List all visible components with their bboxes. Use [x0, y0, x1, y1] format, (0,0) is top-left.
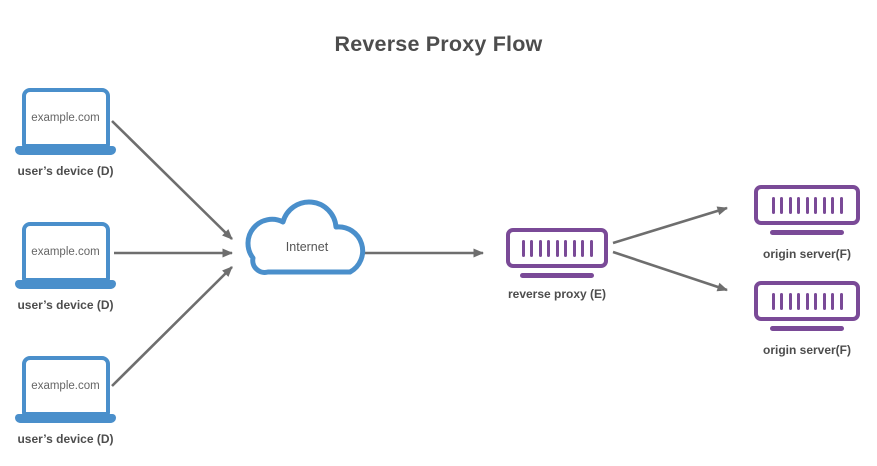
arrow-proxy-to-origin2 [612, 250, 728, 292]
server-slot-bar [822, 196, 826, 214]
arrow-proxy-to-origin1 [612, 206, 728, 245]
server-slot-bar [822, 292, 826, 310]
server-slot-bar [805, 292, 809, 310]
device-label: user’s device (D) [17, 298, 114, 312]
server-base [520, 273, 594, 278]
server-icon [506, 228, 608, 268]
device-screen-text: example.com [31, 112, 100, 124]
server-slot-bar [547, 239, 550, 257]
laptop-icon: example.com [21, 222, 110, 282]
laptop-base [15, 280, 116, 289]
server-slot-bar [538, 239, 542, 257]
server-slot-bar [839, 196, 843, 214]
internet-label: Internet [285, 240, 329, 254]
server-slot-bar [814, 292, 817, 310]
reverse-proxy-node: reverse proxy (E) [506, 228, 608, 301]
server-slot-bar [771, 196, 775, 214]
device-screen-text: example.com [31, 246, 100, 258]
internet-cloud-icon [245, 199, 366, 275]
origin-server-2: origin server(F) [754, 281, 860, 357]
server-icon [754, 281, 860, 321]
arrow-device3-to-internet [111, 266, 233, 387]
server-slot-bar [831, 196, 834, 214]
server-slot-bar [797, 292, 800, 310]
server-slot-bar [555, 239, 559, 257]
origin-server-label: origin server(F) [762, 247, 852, 261]
laptop-base [15, 146, 116, 155]
server-slot-bar [589, 239, 593, 257]
server-slot-bar [788, 196, 792, 214]
server-slot-bar [771, 292, 775, 310]
server-base [770, 326, 844, 331]
server-slot-bar [797, 196, 800, 214]
server-slot-bar [564, 239, 567, 257]
server-icon [754, 185, 860, 225]
reverse-proxy-label: reverse proxy (E) [507, 287, 607, 301]
laptop-icon: example.com [21, 356, 110, 416]
server-slot-bar [805, 196, 809, 214]
device-screen-text: example.com [31, 380, 100, 392]
origin-server-label: origin server(F) [762, 343, 852, 357]
server-slot-bar [581, 239, 584, 257]
server-slot-bar [780, 292, 783, 310]
server-slot-bar [814, 196, 817, 214]
arrow-device1-to-internet [111, 120, 233, 240]
server-slot-bar [831, 292, 834, 310]
laptop-icon: example.com [21, 88, 110, 148]
server-slot-bar [521, 239, 525, 257]
server-slot-bar [572, 239, 576, 257]
diagram-title: Reverse Proxy Flow [334, 32, 543, 56]
server-base [770, 230, 844, 235]
origin-server-1: origin server(F) [754, 185, 860, 261]
server-slot-bar [839, 292, 843, 310]
server-slot-bar [780, 196, 783, 214]
server-slot-bar [530, 239, 533, 257]
device-label: user’s device (D) [17, 432, 114, 446]
laptop-base [15, 414, 116, 423]
user-device-2: example.com user’s device (D) [15, 222, 116, 312]
device-label: user’s device (D) [17, 164, 114, 178]
user-device-1: example.com user’s device (D) [15, 88, 116, 178]
user-device-3: example.com user’s device (D) [15, 356, 116, 446]
server-slot-bar [788, 292, 792, 310]
